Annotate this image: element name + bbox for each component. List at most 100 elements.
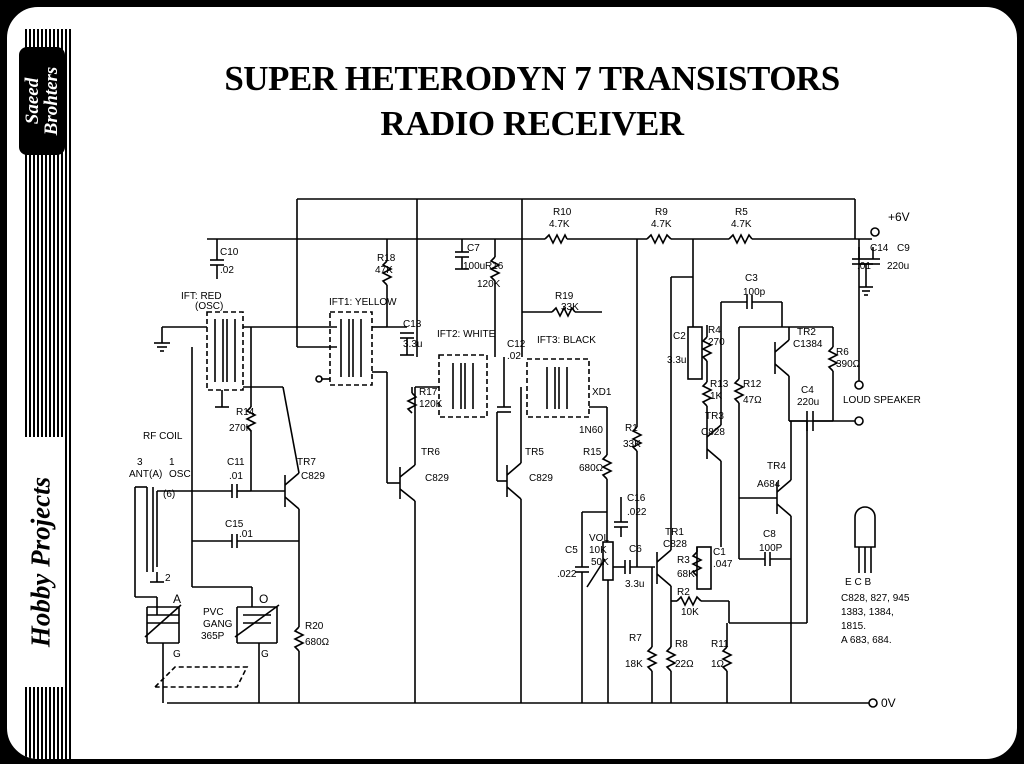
capacitor-c13 xyxy=(387,326,414,356)
resistor-r20 xyxy=(293,622,305,703)
capacitor-c2 xyxy=(687,326,703,380)
label-types3: 1815. xyxy=(841,621,866,632)
capacitor-c4 xyxy=(789,411,864,431)
ift3-coil xyxy=(546,367,568,409)
label-c2: C2 xyxy=(673,331,686,342)
label-c15-value: .01 xyxy=(239,529,253,540)
volume-potentiometer xyxy=(586,541,614,703)
label-tr3: TR3 xyxy=(705,411,724,422)
resistor-r1 xyxy=(631,239,643,567)
page-title-line2: RADIO RECEIVER xyxy=(380,104,684,143)
supply-positive-label: +6V xyxy=(888,210,910,224)
label-pvc: PVC xyxy=(203,607,224,618)
label-r13-value: 1K xyxy=(710,391,723,402)
label-loud-speaker: LOUD SPEAKER xyxy=(843,395,921,406)
label-c6: C6 xyxy=(629,544,642,555)
label-r17: R17 xyxy=(419,387,438,398)
label-c9-value: 220u xyxy=(887,261,909,272)
label-pin6: (6) xyxy=(163,489,175,500)
resistor-r18 xyxy=(381,239,393,327)
label-r18: R18 xyxy=(377,253,396,264)
transistor-tr4 xyxy=(739,421,792,703)
label-tr1-value: C828 xyxy=(663,539,687,550)
transistor-tr1 xyxy=(656,276,693,647)
label-r16-value: 120K xyxy=(477,279,501,290)
label-c12-value: .02 xyxy=(507,351,521,362)
label-r3-value: 68K xyxy=(677,569,695,580)
resistor-r14 xyxy=(245,327,257,491)
label-r20-value: 680Ω xyxy=(305,637,330,648)
label-r9-value: 4.7K xyxy=(651,219,672,230)
label-xd1: XD1 xyxy=(592,387,612,398)
resistor-r12 xyxy=(733,327,745,559)
label-tr7: TR7 xyxy=(297,457,316,468)
label-c6-value: 3.3u xyxy=(625,579,644,590)
label-tr6: TR6 xyxy=(421,447,440,458)
label-r14: R14 xyxy=(236,407,255,418)
component-labels: +6V 0V R10 4.7K R9 4.7K R5 4.7K C10 .02 … xyxy=(129,207,921,710)
label-c15: C15 xyxy=(225,519,244,530)
capacitor-c7 xyxy=(455,239,469,270)
capacitor-c12 xyxy=(497,357,511,413)
label-vol-value: 10K xyxy=(589,545,607,556)
label-r8-value: 22Ω xyxy=(675,659,694,670)
label-c13: C13 xyxy=(403,319,422,330)
label-tr5-value: C829 xyxy=(529,473,553,484)
ift1-coil xyxy=(340,319,362,377)
label-c5-value: .022 xyxy=(557,569,577,580)
label-r12-value: 47Ω xyxy=(743,395,762,406)
resistor-r19 xyxy=(522,306,602,318)
label-c3: C3 xyxy=(745,273,758,284)
label-c14-value: .01 xyxy=(857,261,871,272)
label-r5: R5 xyxy=(735,207,748,218)
section-label-box: Hobby Projects xyxy=(18,437,64,687)
resistor-r11 xyxy=(721,623,733,703)
label-c13-value: 3.3u xyxy=(403,339,422,350)
transistor-pinout xyxy=(854,506,876,573)
label-gang: GANG xyxy=(203,619,233,630)
label-c9: C9 xyxy=(897,243,910,254)
label-ant: ANT(A) xyxy=(129,469,162,480)
label-osc-coil: OSC xyxy=(169,469,191,480)
label-gang-value: 365P xyxy=(201,631,225,642)
resistor-r9 xyxy=(646,233,672,245)
label-ant-pin: 3 xyxy=(137,457,143,468)
label-c8: C8 xyxy=(763,529,776,540)
label-r9: R9 xyxy=(655,207,668,218)
capacitor-c8 xyxy=(739,552,791,566)
gang-capacitor-o xyxy=(234,604,280,703)
resistor-r16 xyxy=(489,239,501,357)
label-c11-value: .01 xyxy=(229,471,243,482)
label-tr4-value: A684 xyxy=(757,479,781,490)
label-r3: R3 xyxy=(677,555,690,566)
label-r15-value: 680Ω xyxy=(579,463,604,474)
capacitor-c10 xyxy=(210,239,224,279)
label-c1: C1 xyxy=(713,547,726,558)
label-r1-value: 33K xyxy=(623,439,641,450)
ift2-coil xyxy=(452,363,474,409)
label-tr4: TR4 xyxy=(767,461,786,472)
capacitor-c6 xyxy=(613,560,655,574)
resistor-r4 xyxy=(701,325,713,377)
resistor-r8 xyxy=(665,646,677,703)
label-c3-value: 100p xyxy=(743,287,766,298)
label-c11: C11 xyxy=(227,457,245,468)
label-r20: R20 xyxy=(305,621,324,632)
transistor-tr2 xyxy=(774,327,790,421)
label-c4-value: 220u xyxy=(797,397,819,408)
label-vol-value2: 50K xyxy=(591,557,609,568)
label-c16-value: .022 xyxy=(627,507,647,518)
label-r12: R12 xyxy=(743,379,762,390)
label-r13: R13 xyxy=(710,379,729,390)
resistor-r13 xyxy=(701,377,713,427)
supply-ground-label: 0V xyxy=(881,696,896,710)
label-osc: (OSC) xyxy=(195,301,223,312)
label-r10-value: 4.7K xyxy=(549,219,570,230)
label-c14: C14 xyxy=(870,243,889,254)
capacitor-c14-c9 xyxy=(852,247,880,296)
resistor-r15 xyxy=(601,407,613,542)
label-g2: G xyxy=(261,649,269,660)
label-c10-value: .02 xyxy=(220,265,234,276)
